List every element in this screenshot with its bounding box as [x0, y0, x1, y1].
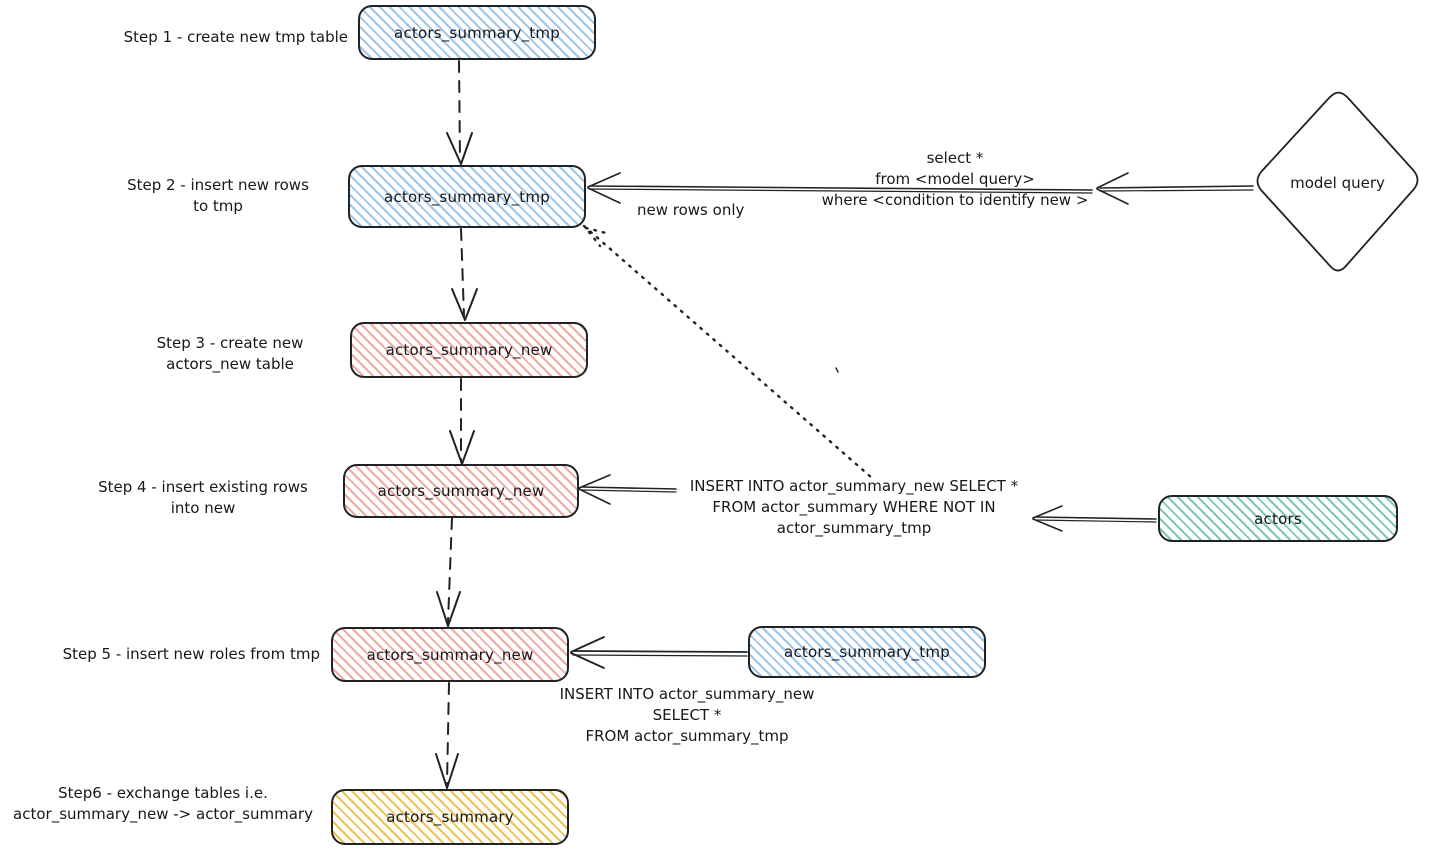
edge-tmp2-to-new3: [451, 228, 478, 321]
node-label: actors_summary_new: [366, 645, 534, 664]
node-actors-summary-step6[interactable]: actors_summary: [331, 789, 569, 845]
diamond-label: model query: [1290, 174, 1385, 192]
edge-tmp2-dotted-to-insert-sql: [582, 224, 874, 480]
node-label: actors: [1254, 509, 1302, 528]
node-actors-summary-tmp-step1[interactable]: actors_summary_tmp: [358, 5, 596, 60]
step-caption-1: Step 1 - create new tmp table: [123, 28, 348, 46]
edge-label-model-query-sql: select * from <model query> where <condi…: [821, 149, 1089, 209]
node-actors-summary-tmp-step5-source[interactable]: actors_summary_tmp: [748, 626, 986, 678]
node-actors-summary-new-step5[interactable]: actors_summary_new: [331, 627, 569, 682]
ink-speck: [835, 367, 839, 373]
edge-label-insert-existing-sql: INSERT INTO actor_summary_new SELECT * F…: [689, 477, 1019, 537]
edge-new3-to-new4: [449, 378, 475, 465]
step-caption-4: Step 4 - insert existing rows into new: [98, 478, 308, 517]
node-label: actors_summary: [386, 808, 514, 826]
node-actors-source[interactable]: actors: [1158, 495, 1398, 542]
step-caption-3: Step 3 - create new actors_new table: [156, 334, 304, 373]
edge-new4-to-new5: [436, 517, 461, 627]
node-actors-summary-new-step4[interactable]: actors_summary_new: [343, 464, 579, 518]
node-actors-summary-tmp-step2[interactable]: actors_summary_tmp: [348, 165, 586, 228]
step-caption-6: Step6 - exchange tables i.e. actor_summa…: [13, 784, 313, 823]
node-label: actors_summary_new: [377, 482, 545, 500]
step-caption-2: Step 2 - insert new rows to tmp: [127, 176, 309, 215]
edge-new5-to-summary6: [435, 682, 459, 789]
node-label: actors_summary_tmp: [784, 643, 950, 661]
node-label: actors_summary_new: [385, 341, 553, 359]
step-caption-5: Step 5 - insert new roles from tmp: [62, 645, 320, 663]
node-label: actors_summary_tmp: [384, 187, 550, 206]
edge-label-new-rows-only: new rows only: [637, 201, 745, 219]
edge-tmp1-to-tmp2: [446, 60, 473, 165]
edge-label-insert-new-roles-sql: INSERT INTO actor_summary_new SELECT * F…: [559, 685, 815, 745]
node-actors-summary-new-step3[interactable]: actors_summary_new: [350, 322, 588, 378]
node-label: actors_summary_tmp: [394, 23, 560, 42]
node-model-query[interactable]: model query: [1255, 92, 1420, 274]
edge-tmp5-to-new5: [570, 636, 748, 669]
